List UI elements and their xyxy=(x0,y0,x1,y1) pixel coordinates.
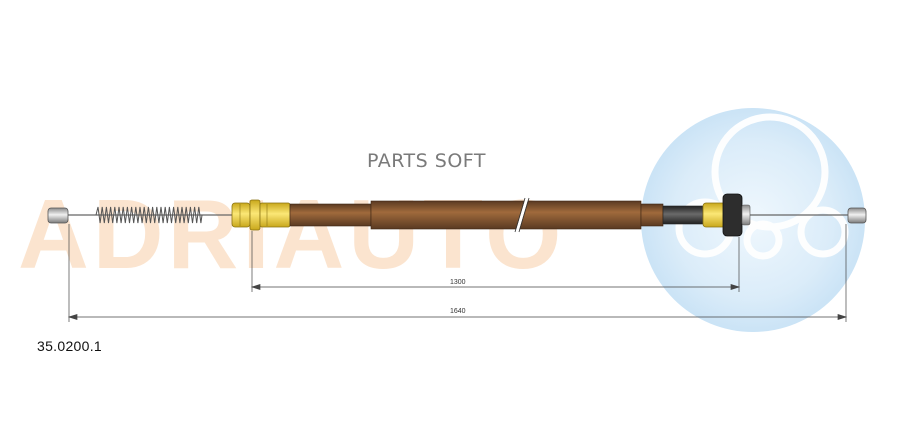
dimension-line-inner xyxy=(250,284,741,290)
dimension-label-inner: 1300 xyxy=(450,279,466,286)
watermark-rings-icon xyxy=(675,113,849,260)
return-spring xyxy=(95,206,203,224)
watermark-disc xyxy=(641,108,865,332)
spring-coil xyxy=(95,206,203,224)
break-mark-outline xyxy=(514,197,530,233)
extension-lines xyxy=(68,224,847,322)
left-end-fitting xyxy=(231,199,291,231)
watermark-brand-text: ADRIAUTO xyxy=(18,179,565,289)
watermark-parts-soft: PARTS SOFT xyxy=(367,150,486,172)
cable-sheath-right xyxy=(640,203,664,227)
rubber-grommet xyxy=(722,193,743,237)
dimension-label-overall: 1640 xyxy=(450,308,466,315)
part-number: 35.0200.1 xyxy=(37,338,102,354)
dimension-line-overall xyxy=(67,314,848,320)
left-end-nipple xyxy=(47,207,69,224)
right-end-fitting xyxy=(702,193,751,237)
cable-dark-tube xyxy=(662,205,704,225)
cable-sheath-middle xyxy=(370,200,642,230)
cable-sheath-left xyxy=(289,203,372,227)
watermark-logo xyxy=(641,108,865,332)
right-end-nipple xyxy=(847,207,867,224)
break-mark xyxy=(515,197,529,233)
